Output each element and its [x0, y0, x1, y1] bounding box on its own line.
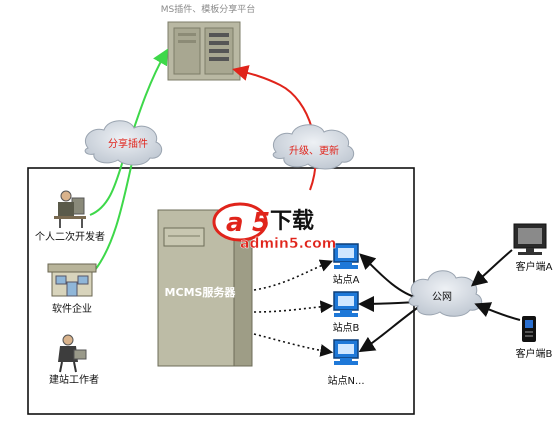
- a5-watermark-logo: a 5 下载 admin5.com: [212, 202, 337, 252]
- share-cloud: 分享插件: [84, 120, 163, 166]
- site-n-monitor-icon: [333, 339, 359, 365]
- link-internet-site-n: [358, 305, 421, 353]
- svg-text:下载: 下载: [270, 208, 314, 234]
- mcms-server-icon: [157, 208, 253, 367]
- builder-label: 建站工作者: [49, 373, 99, 386]
- builder-icon: [58, 334, 87, 373]
- client-b-label: 客户端B: [516, 347, 553, 360]
- company-label: 软件企业: [52, 302, 92, 315]
- client-a-computer-icon: [513, 223, 547, 255]
- internet-cloud: 公网: [408, 270, 483, 317]
- site-a-monitor-icon: [333, 243, 359, 269]
- svg-text:5: 5: [252, 208, 270, 238]
- share-cloud-label: 分享插件: [108, 137, 148, 150]
- company-building-icon: [47, 263, 97, 297]
- site-b-label: 站点B: [333, 321, 360, 334]
- site-a-label: 站点A: [333, 273, 360, 286]
- upgrade-cloud-label: 升级、更新: [289, 144, 339, 157]
- link-server-site-a: [253, 259, 333, 291]
- upgrade-cloud: 升级、更新: [272, 124, 355, 170]
- link-client-a-internet: [470, 249, 513, 287]
- svg-text:admin5.com: admin5.com: [240, 236, 336, 252]
- site-n-label: 站点N...: [327, 374, 364, 387]
- client-a-label: 客户端A: [516, 260, 553, 273]
- mcms-server-label: MCMS服务器: [165, 285, 237, 299]
- link-internet-site-a: [359, 253, 419, 299]
- site-b-monitor-icon: [333, 291, 359, 317]
- link-server-site-n: [253, 333, 334, 357]
- svg-text:a: a: [226, 208, 244, 238]
- client-b-phone-icon: [522, 316, 536, 342]
- platform-server-icon: [167, 21, 241, 81]
- link-client-b-internet: [474, 302, 521, 321]
- developer-icon: [54, 190, 86, 228]
- platform-title: MS插件、模板分享平台: [161, 3, 255, 15]
- internet-cloud-label: 公网: [432, 291, 452, 303]
- link-server-site-b: [253, 300, 334, 314]
- developer-label: 个人二次开发者: [35, 230, 105, 243]
